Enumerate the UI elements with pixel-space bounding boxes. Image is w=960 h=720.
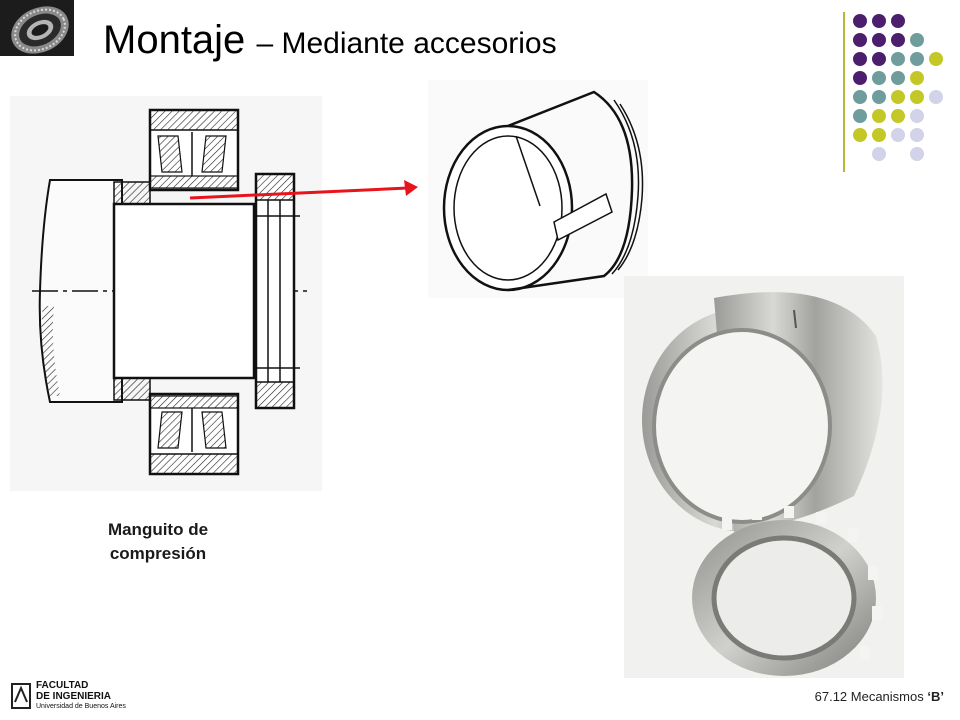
decorative-dot-grid xyxy=(853,14,943,161)
caption-line-2: compresión xyxy=(109,544,207,563)
page-title: Montaje – Mediante accesorios xyxy=(103,18,557,63)
course-footer: 67.12 Mecanismos ‘B’ xyxy=(815,689,944,704)
sleeve-nut-photo xyxy=(624,276,904,678)
sleeve-drawing xyxy=(428,80,648,298)
figure-caption: Manguito de compresión xyxy=(68,518,248,566)
faculty-name-1: FACULTAD xyxy=(36,680,89,691)
title-sub: – Mediante accesorios xyxy=(256,27,557,60)
university-name: Universidad de Buenos Aires xyxy=(36,703,126,710)
faculty-emblem-icon xyxy=(11,683,31,709)
caption-line-1: Manguito de xyxy=(107,520,209,539)
course-letter: ‘B’ xyxy=(927,689,944,704)
pointer-arrow xyxy=(189,180,418,200)
title-main: Montaje xyxy=(103,18,246,62)
bearing-logo-icon xyxy=(0,0,74,56)
cross-section-drawing xyxy=(10,96,322,491)
faculty-logo: FACULTAD DE INGENIERIA Universidad de Bu… xyxy=(10,680,126,714)
faculty-name-2: DE INGENIERIA xyxy=(36,691,112,702)
course-code: 67.12 Mecanismos xyxy=(814,689,924,704)
decorative-line xyxy=(843,12,845,172)
